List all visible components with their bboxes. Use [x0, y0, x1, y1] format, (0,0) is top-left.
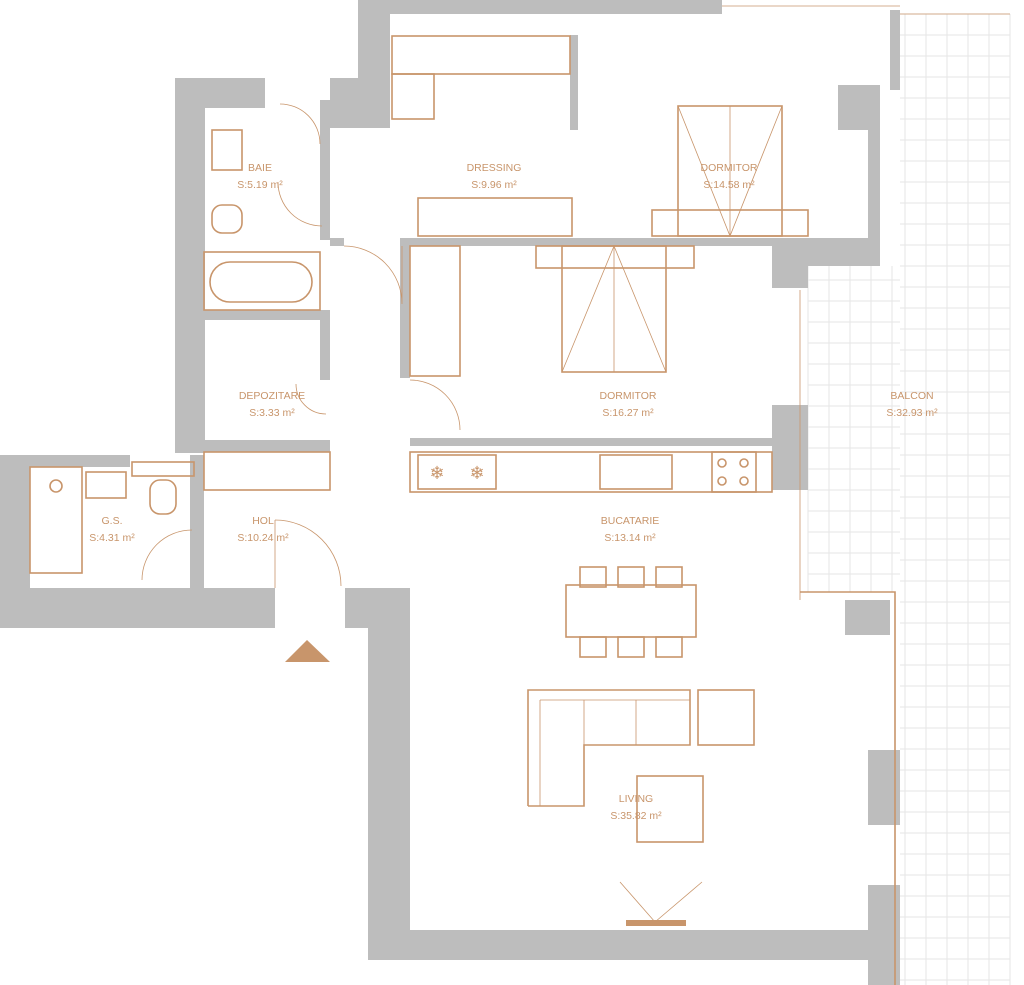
balcony-tiles: [807, 13, 1011, 985]
windows: [722, 5, 1010, 985]
room-label-gs: G.S.S:4.31 m²: [89, 515, 135, 544]
walls: [0, 0, 900, 985]
svg-text:❄: ❄: [429, 463, 444, 483]
svg-text:❄: ❄: [469, 463, 484, 483]
triangle-entrance-icon: [285, 640, 330, 662]
furniture: ❄ ❄: [29, 35, 809, 926]
